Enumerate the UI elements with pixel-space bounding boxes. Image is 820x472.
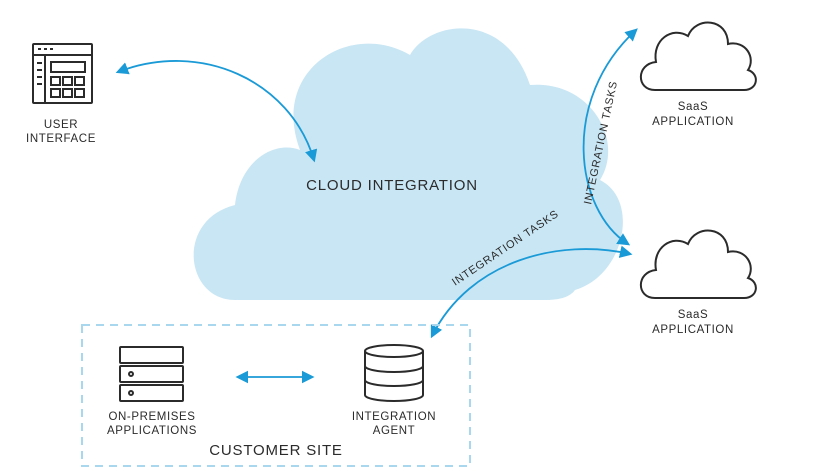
saas-top-cloud-icon <box>640 21 757 91</box>
database-icon <box>364 344 424 402</box>
user-interface-label-line2: INTERFACE <box>26 133 96 145</box>
saas-top-label-line2: APPLICATION <box>652 116 734 128</box>
ui-cloud-arrow <box>115 60 318 163</box>
agent-label-line2: AGENT <box>373 425 416 437</box>
saas-bottom-cloud-icon <box>640 229 757 299</box>
on-prem-label-line2: APPLICATIONS <box>107 425 197 437</box>
on-prem-label-line1: ON-PREMISES <box>108 411 195 423</box>
server-rack-icon <box>119 346 184 402</box>
agent-label-line1: INTEGRATION <box>352 411 436 423</box>
browser-window-icon <box>32 43 93 104</box>
saas-bottom-label-line1: SaaS <box>678 309 709 321</box>
customer-site-label: CUSTOMER SITE <box>209 442 342 459</box>
user-interface-label-line1: USER <box>44 119 78 131</box>
agent-saas-arrow <box>430 245 633 339</box>
customer-site-box <box>81 324 471 467</box>
saas-saas-arrow <box>582 28 638 246</box>
cloud-integration-label: CLOUD INTEGRATION <box>306 177 478 194</box>
saas-top-label-line1: SaaS <box>678 101 709 113</box>
saas-bottom-label-line2: APPLICATION <box>652 324 734 336</box>
cloud-integration-shape <box>193 28 623 301</box>
